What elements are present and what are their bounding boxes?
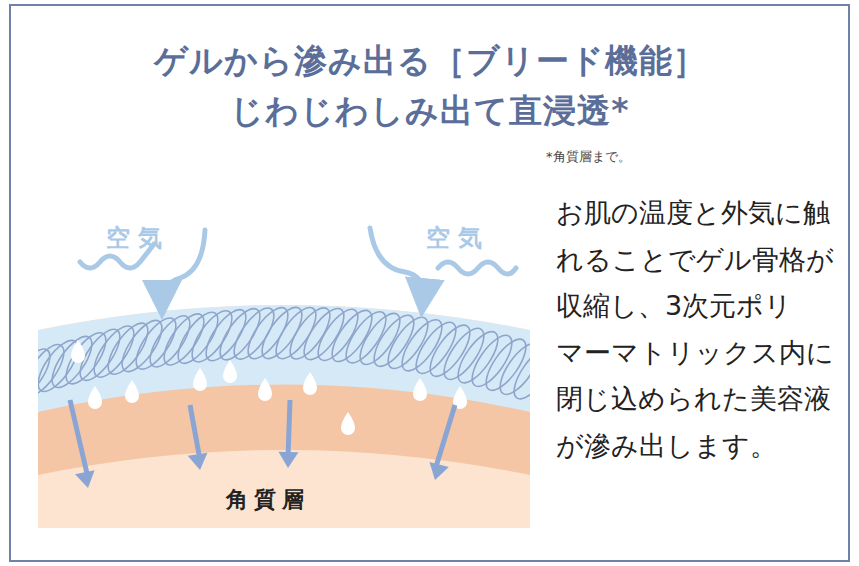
air-label: 空気 — [426, 222, 490, 254]
skin-layers — [3, 280, 561, 530]
air-label: 空気 — [106, 222, 170, 254]
title: ゲルから滲み出る［ブリード機能］ じわじわしみ出て直浸透* — [130, 36, 730, 136]
frame — [10, 5, 849, 561]
layer-band: 角質層 — [218, 481, 318, 519]
footnote: *角質層まで。 — [546, 148, 631, 166]
layer-label: 角質層 — [226, 485, 310, 515]
description: お肌の温度と外気に触れることでゲル骨格が収縮し、3次元ポリマーマトリックス内に閉… — [556, 190, 838, 469]
